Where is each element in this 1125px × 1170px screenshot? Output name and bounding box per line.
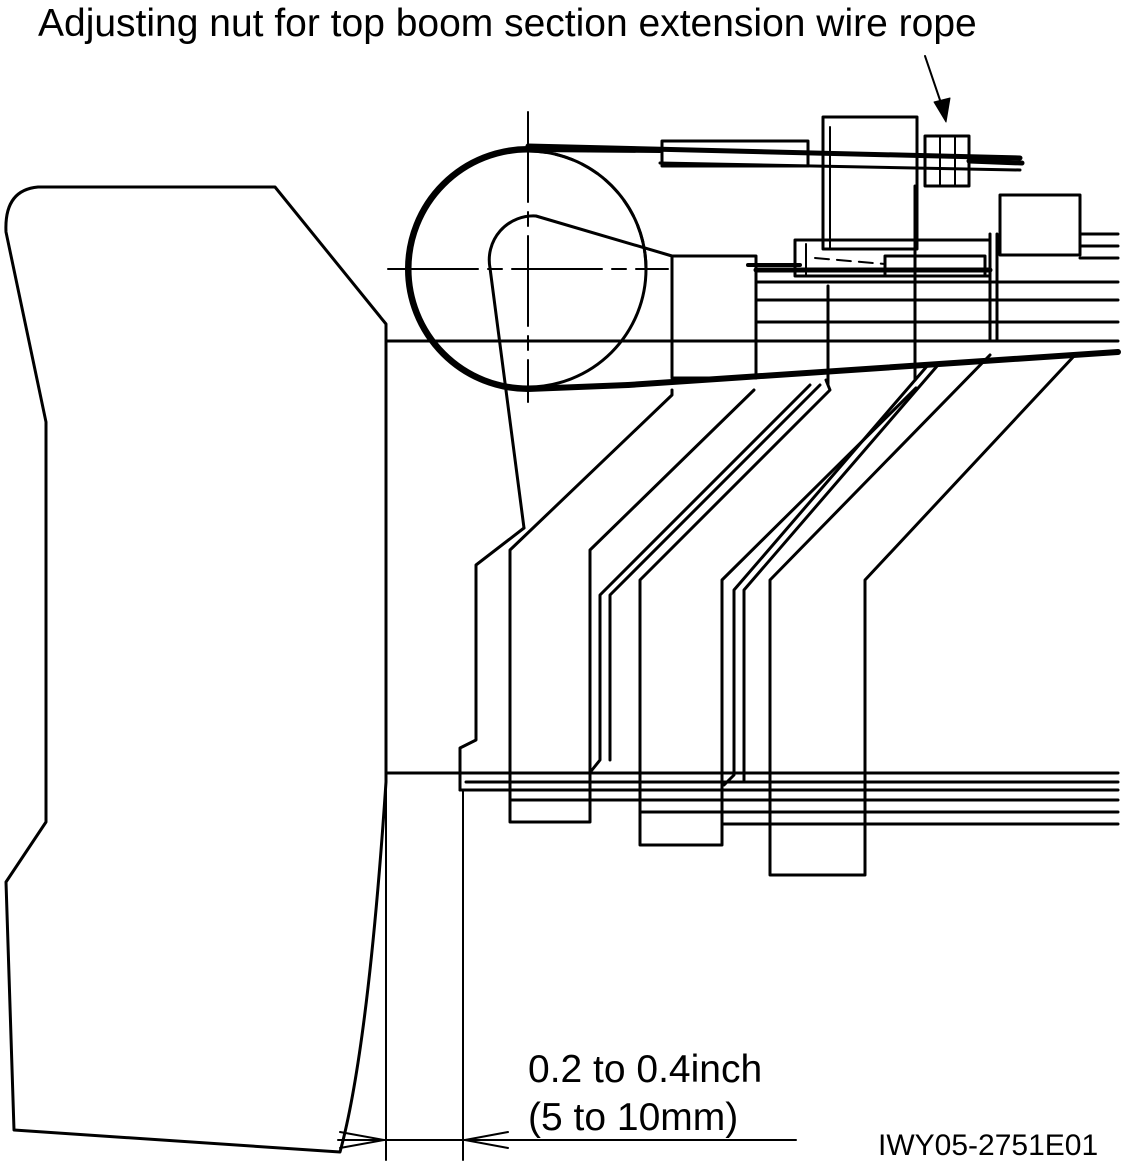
dimension-mm-label: (5 to 10mm) bbox=[528, 1096, 739, 1139]
dimension-arrow-left bbox=[339, 1131, 385, 1149]
sheave-bracket bbox=[487, 214, 674, 270]
lower-rope bbox=[625, 349, 1121, 388]
figure-code: IWY05-2751E01 bbox=[878, 1129, 1099, 1162]
bracket-arm bbox=[488, 266, 526, 530]
diagram-title: Adjusting nut for top boom section exten… bbox=[38, 2, 977, 45]
middle-block bbox=[670, 254, 758, 380]
rope-socket bbox=[660, 139, 810, 168]
dimension-arrow-right bbox=[464, 1131, 509, 1149]
right-block bbox=[998, 193, 1082, 257]
adjusting-nut-upper bbox=[923, 134, 971, 188]
leader-arrowhead bbox=[933, 97, 951, 123]
boom-section-3 bbox=[768, 353, 1077, 877]
upper-rope-top bbox=[525, 143, 1023, 161]
boom-section-1-outer bbox=[458, 526, 526, 792]
boom-section-3-inner bbox=[722, 363, 930, 787]
dimension-inch-label: 0.2 to 0.4inch bbox=[528, 1048, 763, 1091]
upper-block bbox=[821, 115, 919, 251]
base-outline bbox=[4, 185, 388, 1154]
nut-thread-end bbox=[966, 158, 1025, 166]
boom-section-2-inner-b bbox=[608, 383, 822, 762]
boom-section-2 bbox=[638, 378, 918, 847]
boom-section-1 bbox=[508, 388, 756, 824]
upper-rope-bottom bbox=[658, 161, 1022, 172]
leader-line bbox=[924, 55, 943, 107]
boom-section-2-inner bbox=[590, 383, 812, 772]
sheave-hidden-arc bbox=[526, 149, 648, 271]
boom-section-3-inner-b bbox=[742, 363, 940, 782]
lower-nut-body bbox=[883, 254, 987, 278]
